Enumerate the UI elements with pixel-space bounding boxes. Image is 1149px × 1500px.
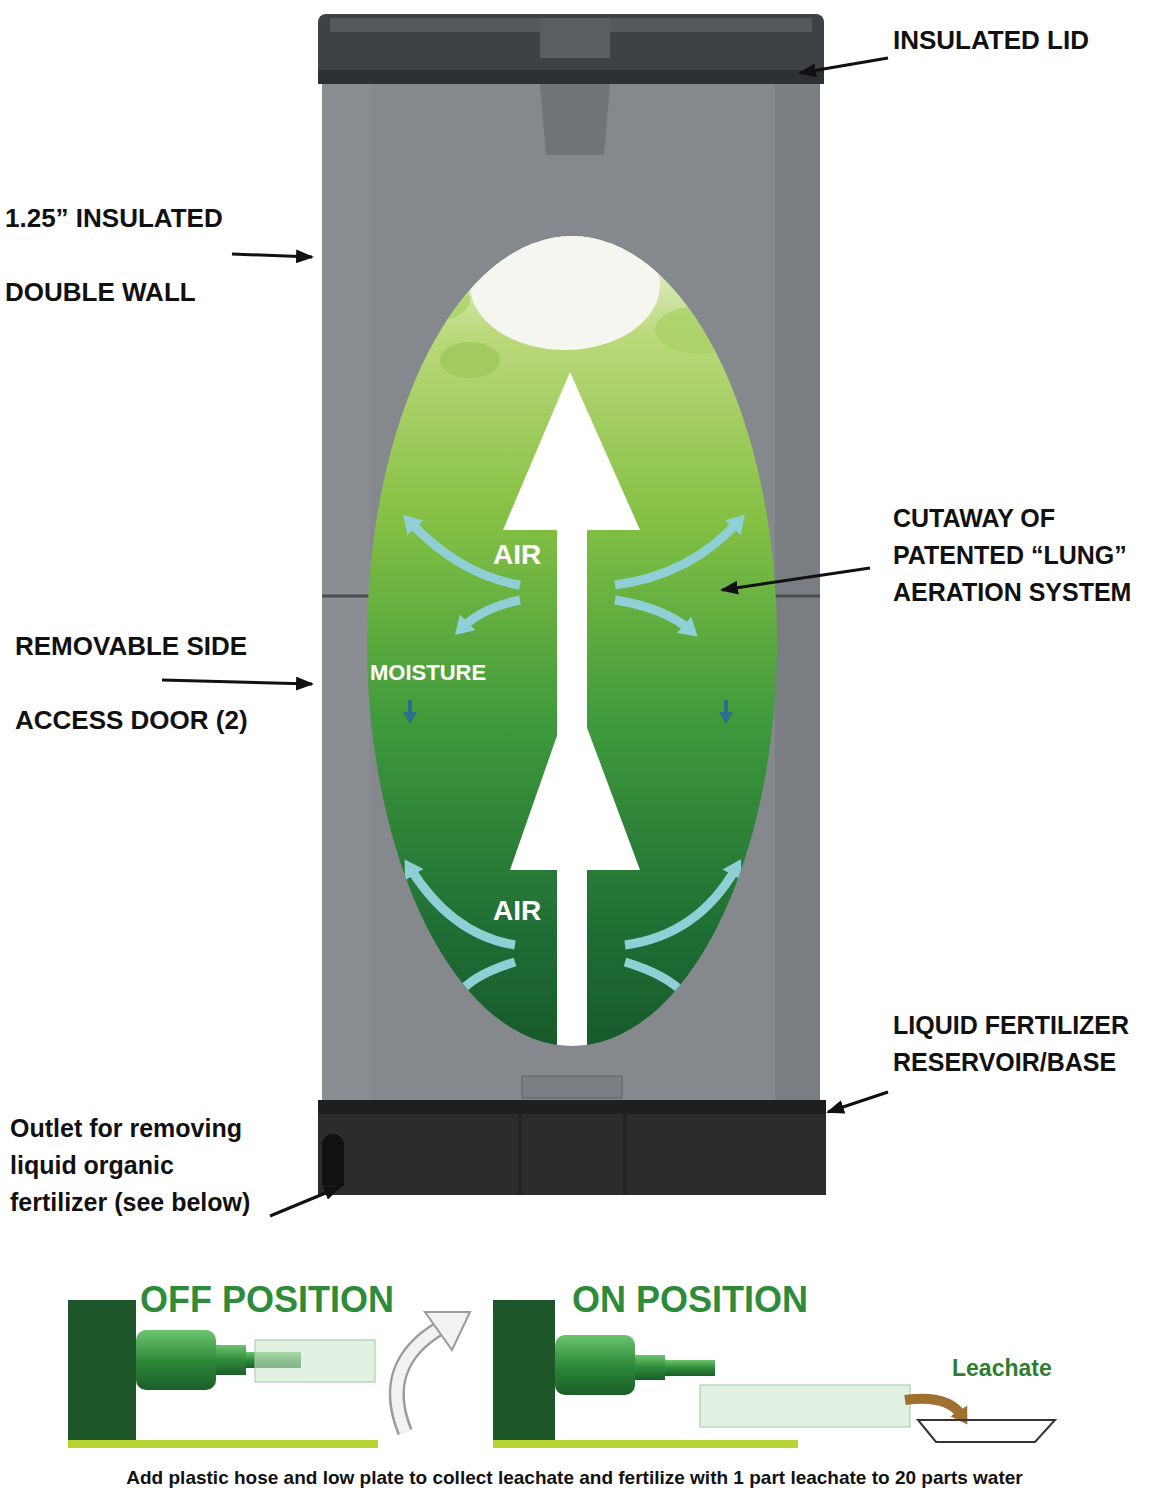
part-label: CUTAWAY OF PATENTED “LUNG” AERATION SYST…	[893, 500, 1143, 611]
caption: Add plastic hose and low plate to collec…	[10, 1466, 1139, 1489]
bin-body	[322, 78, 820, 1108]
position-label: ON POSITION	[572, 1279, 808, 1321]
flow-label: Leachate	[952, 1354, 1052, 1382]
leader-line	[722, 568, 870, 590]
bin-wall	[322, 78, 820, 1108]
part-label: REMOVABLE SIDE ACCESS DOOR (2)	[15, 609, 260, 757]
base-divider	[519, 1114, 522, 1195]
rotate-arrow-head	[425, 1312, 470, 1350]
air-flow-arrow	[462, 600, 520, 628]
part-label: LIQUID FERTILIZER RESERVOIR/BASE	[893, 1007, 1143, 1081]
base-divider	[624, 1114, 627, 1195]
rotate-arrow	[397, 1312, 470, 1432]
lid-edge	[318, 70, 824, 84]
valve-block	[68, 1300, 136, 1440]
leader-line	[270, 1187, 340, 1216]
air-flow-arrow	[615, 600, 690, 630]
collection-plate	[918, 1420, 1055, 1442]
valve-block	[493, 1300, 555, 1440]
hose	[700, 1385, 910, 1427]
leader-line	[232, 254, 312, 257]
air-flow-arrow	[458, 962, 515, 995]
valve-neck	[635, 1355, 665, 1380]
flow-label: AIR	[493, 894, 541, 928]
rotate-arrow-band	[397, 1328, 440, 1432]
valve-on	[493, 1300, 1055, 1448]
bottom-tab	[522, 1076, 622, 1098]
lid-handle	[540, 18, 610, 58]
bin-side-right	[775, 78, 820, 1108]
lid-flap	[540, 84, 610, 155]
light-glow	[470, 220, 660, 350]
valve-off	[68, 1300, 378, 1448]
air-flow-arrow	[625, 962, 685, 995]
bin-side-left	[322, 78, 370, 1108]
lid-top	[318, 14, 824, 84]
reservoir-base	[318, 1100, 826, 1195]
hose	[255, 1340, 375, 1382]
flow-label: AIR	[493, 538, 541, 572]
position-label: OFF POSITION	[140, 1279, 394, 1321]
base-block	[318, 1100, 826, 1195]
valve-nipple	[665, 1360, 715, 1376]
leader-line	[162, 680, 312, 684]
air-flow-arrow	[625, 868, 736, 945]
leader-line	[828, 1092, 888, 1112]
air-arrow-head	[510, 690, 640, 870]
leader-lines	[162, 58, 888, 1216]
base-rim	[318, 1100, 826, 1114]
moisture-arrow	[408, 700, 412, 716]
air-arrow-head	[503, 372, 640, 530]
part-label: Outlet for removing liquid organic ferti…	[10, 1110, 272, 1221]
outlet-spout	[322, 1134, 344, 1186]
leachate-flow	[905, 1399, 962, 1416]
leaf	[390, 278, 470, 322]
cutaway-contents	[390, 220, 745, 1060]
valve-fitting	[555, 1335, 635, 1395]
moisture-arrow	[724, 700, 728, 716]
flow-label: MOISTURE	[370, 660, 486, 686]
leaf	[655, 306, 745, 354]
ground-line	[68, 1440, 378, 1448]
leaf	[440, 342, 500, 378]
valve-neck	[216, 1345, 246, 1375]
part-label: 1.25” INSULATED DOUBLE WALL	[5, 181, 245, 329]
air-flow-arrow	[615, 522, 738, 585]
part-label: INSULATED LID	[893, 22, 1143, 58]
bin-lid	[318, 14, 824, 155]
ground-line	[493, 1440, 798, 1448]
rotate-arrow-band	[397, 1328, 440, 1432]
leader-line	[800, 58, 888, 73]
valve-fitting	[136, 1330, 216, 1390]
